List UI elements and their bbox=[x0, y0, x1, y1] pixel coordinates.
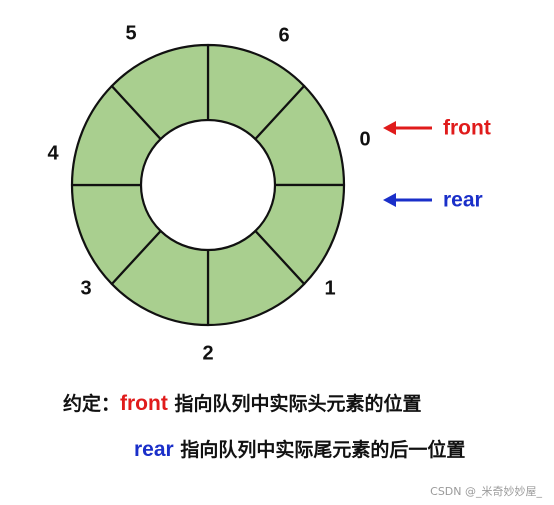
legend-front-keyword: front bbox=[120, 392, 168, 415]
rear-pointer-arrow bbox=[383, 193, 432, 207]
legend-front-desc: 指向队列中实际头元素的位置 bbox=[174, 393, 422, 415]
slot-label-0: 0 bbox=[359, 128, 370, 150]
legend-rear-desc: 指向队列中实际尾元素的后一位置 bbox=[180, 439, 466, 461]
front-pointer-label: front bbox=[443, 117, 491, 140]
slot-label-6: 6 bbox=[278, 24, 289, 46]
legend-rear-keyword: rear bbox=[134, 438, 174, 461]
slot-label-5: 5 bbox=[125, 22, 136, 44]
front-pointer-arrow bbox=[383, 121, 432, 135]
watermark: CSDN @_米奇妙妙屋_ bbox=[430, 485, 542, 498]
rear-pointer-label: rear bbox=[443, 189, 483, 212]
legend-prefix: 约定： bbox=[63, 393, 121, 415]
legend-rear-line: rear 指向队列中实际尾元素的后一位置 bbox=[134, 438, 465, 462]
slot-label-2: 2 bbox=[202, 342, 213, 364]
ring-segments bbox=[70, 43, 346, 327]
legend-front-line: 约定：front 指向队列中实际头元素的位置 bbox=[63, 392, 421, 416]
slot-label-1: 1 bbox=[324, 277, 335, 299]
ring-segment bbox=[110, 43, 210, 141]
slot-label-4: 4 bbox=[47, 142, 59, 164]
slot-label-3: 3 bbox=[80, 277, 91, 299]
